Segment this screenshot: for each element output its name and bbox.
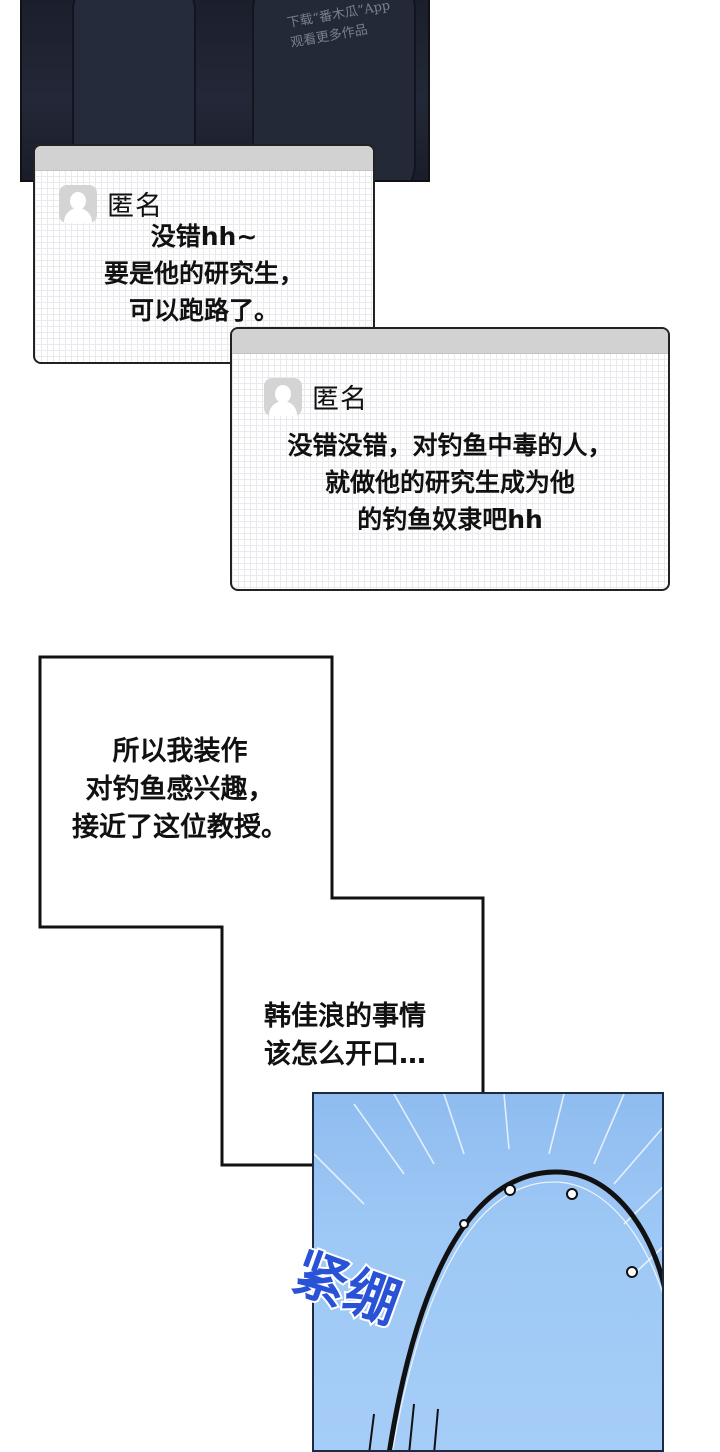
comment-text: 没错hh~ 要是他的研究生， 可以跑路了。 bbox=[35, 218, 373, 329]
comment-line: 的钓鱼奴隶吧hh bbox=[357, 505, 543, 534]
narration-text-1: 所以我装作 对钓鱼感兴趣， 接近了这位教授。 bbox=[60, 733, 300, 847]
sfx-text: 紧绷 bbox=[285, 1240, 408, 1336]
comment-card-1: 匿名 没错hh~ 要是他的研究生， 可以跑路了。 bbox=[33, 144, 375, 364]
comment-username: 匿名 bbox=[107, 191, 163, 222]
comment-card-header-bar bbox=[35, 146, 373, 171]
comment-card-header-bar bbox=[232, 329, 668, 354]
comment-username: 匿名 bbox=[312, 384, 368, 415]
comment-card-2: 匿名 没错没错，对钓鱼中毒的人， 就做他的研究生成为他 的钓鱼奴隶吧hh bbox=[230, 327, 670, 591]
narration-line: 对钓鱼感兴趣， bbox=[85, 774, 275, 805]
comment-line: 没错hh~ bbox=[150, 222, 258, 251]
narration-line: 该怎么开口… bbox=[264, 1039, 426, 1070]
narration-line: 所以我装作 bbox=[112, 736, 248, 767]
comment-text: 没错没错，对钓鱼中毒的人， 就做他的研究生成为他 的钓鱼奴隶吧hh bbox=[232, 427, 668, 538]
comment-line: 就做他的研究生成为他 bbox=[324, 468, 575, 497]
avatar-icon bbox=[264, 377, 302, 416]
fishing-rod-illustration bbox=[314, 1094, 662, 1450]
bottom-panel-fishing-rod bbox=[312, 1092, 664, 1452]
comment-line: 可以跑路了。 bbox=[128, 296, 279, 325]
narration-line: 韩佳浪的事情 bbox=[264, 1001, 426, 1032]
narration-text-2: 韩佳浪的事情 该怎么开口… bbox=[225, 998, 465, 1074]
narration-line: 接近了这位教授。 bbox=[72, 812, 288, 843]
comment-user: 匿名 bbox=[264, 377, 368, 416]
sfx-taut: 紧绷 bbox=[283, 1238, 410, 1338]
avatar-icon bbox=[59, 184, 97, 223]
comment-user: 匿名 bbox=[59, 184, 163, 223]
comment-line: 要是他的研究生， bbox=[103, 259, 304, 288]
comment-line: 没错没错，对钓鱼中毒的人， bbox=[287, 431, 613, 460]
